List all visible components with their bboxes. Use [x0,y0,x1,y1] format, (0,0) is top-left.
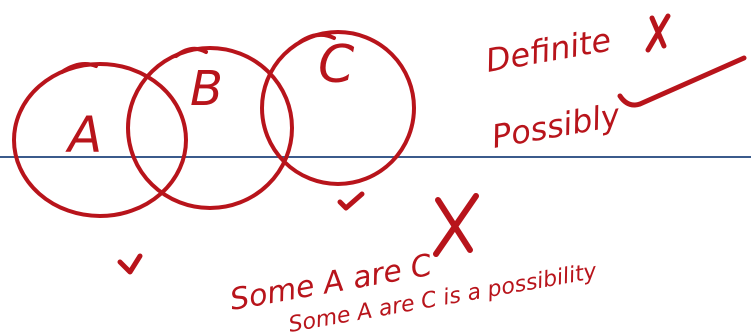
set-label-c: C [318,35,355,95]
cross-icon [645,13,671,53]
venn-circle-b [126,46,294,210]
set-label-a: A [65,106,102,164]
check-icon [617,55,747,108]
check-icon [117,253,143,275]
venn-circle-c [260,30,416,186]
set-label-b: B [190,61,223,117]
check-icon [337,191,365,211]
venn-circle-a [12,62,188,218]
note-possibly: Possibly [489,96,624,156]
note-definite: Definite [483,21,614,80]
cross-icon [433,193,479,257]
